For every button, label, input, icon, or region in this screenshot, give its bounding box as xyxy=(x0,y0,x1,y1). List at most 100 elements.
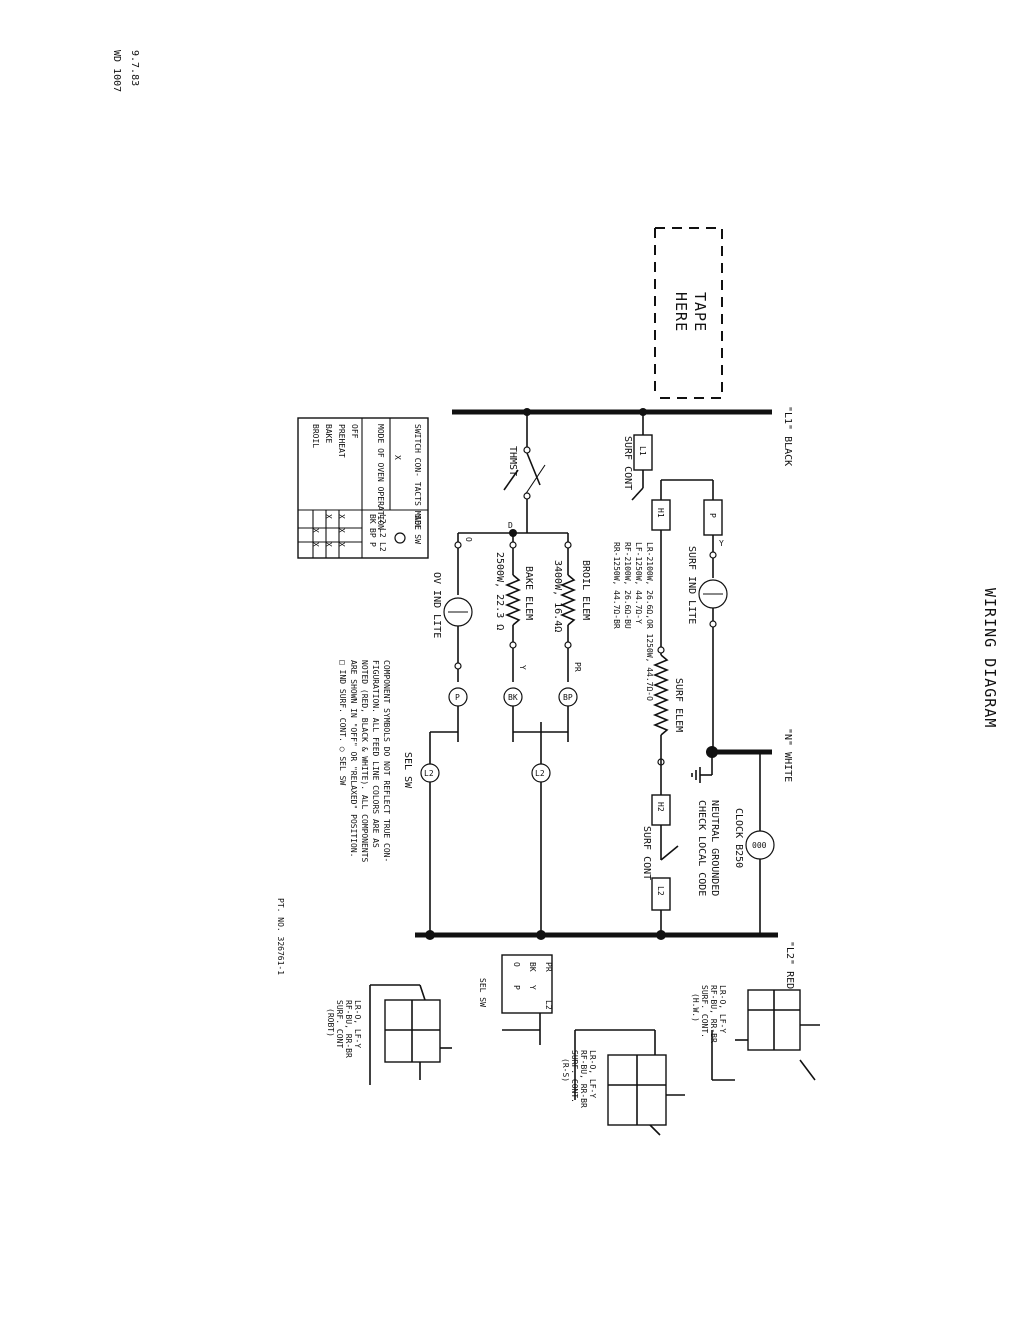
selector-switch: L2 L2 SEL SW xyxy=(402,722,568,940)
mark-preheat-bp: X xyxy=(337,528,346,533)
inset-sel-sw: SEL SW PR BK L2 O P Y xyxy=(478,954,553,1045)
l2-terminal-a-label: L2 xyxy=(424,769,434,778)
table-row-preheat: PREHEAT xyxy=(337,424,346,458)
oven-thermostat: THMST xyxy=(503,408,546,533)
l1-bus-label: "L1" BLACK xyxy=(782,406,793,466)
margin-code: 9.7.83 WD 1007 xyxy=(111,50,140,92)
inset-pin-l2: L2 xyxy=(544,1000,553,1010)
surf-cont-right-label: SURF CONT xyxy=(641,826,652,880)
inset-robt-line-3: SURF. CONT xyxy=(335,1000,344,1048)
table-header-x: X xyxy=(393,455,402,460)
surf-ind-lite-label: SURF IND LITE xyxy=(686,546,697,624)
table-header-left: SWITCH CON- TACTS MADE xyxy=(413,424,422,530)
inset-surf-cont-rs: LR-O, LF-Y RF-BU, RR-BR SURF. CONT. (R-S… xyxy=(561,1029,685,1136)
inset-robt-line-1: LR-O, LF-Y xyxy=(353,1000,362,1048)
l1-box-label: L1 xyxy=(638,446,647,456)
inset-robt-line-2: RF-BU, RR-BR xyxy=(344,1000,353,1058)
tape-here-box: TAPE HERE xyxy=(654,227,723,399)
inset-hw-line-1: LR-O, LF-Y xyxy=(718,985,727,1033)
p-box-label: P xyxy=(708,513,717,518)
inset-robt-line-4: (ROBT) xyxy=(326,1008,335,1037)
inset-sel-sw-label: SEL SW xyxy=(478,978,487,1007)
bake-elem-label: BAKE ELEM xyxy=(523,566,534,620)
surf-cont-left-label: SURF CONT xyxy=(622,436,633,490)
surf-elem-spec-1: LR-2100W, 26.6Ω,OR 1250W, 44.7Ω-O xyxy=(645,542,654,701)
col-sub-3: P xyxy=(368,542,377,547)
table-header-right: SEL SW xyxy=(413,515,422,544)
broil-element-branch: BP BROIL ELEM 3400W, 16.4Ω PR xyxy=(552,533,591,742)
broil-elem-spec: 3400W, 16.4Ω xyxy=(552,560,563,632)
col-sub-2: BP xyxy=(368,528,377,538)
l2-terminal-b xyxy=(531,763,551,783)
mark-bake-p: X xyxy=(324,542,333,547)
table-mode-label: MODE OF OVEN OPERATION xyxy=(376,424,385,530)
mark-bake-bk: X xyxy=(324,514,333,519)
col-head-2: L2 xyxy=(378,528,387,538)
inset-rs-line-2: RF-BU, RR-BR xyxy=(579,1050,588,1108)
margin-doc-code: WD 1007 xyxy=(111,50,122,92)
note-line-5: □ IND SURF. CONT. ○ SEL SW xyxy=(338,660,347,785)
inset-hw-line-2: RF-BU, RR-BR xyxy=(709,985,718,1043)
table-row-broil: BROIL xyxy=(311,424,320,448)
h1-box-label: H1 xyxy=(656,508,665,518)
p-terminal-label: P xyxy=(455,693,460,702)
bk-label: BK xyxy=(508,693,518,702)
table-row-bake: BAKE xyxy=(324,424,333,443)
o-tag: O xyxy=(464,537,473,542)
n-bus-label: "N" WHITE xyxy=(782,728,793,782)
note-line-3: NOTED (RED, BLACK & WHITE). ALL COMPONEN… xyxy=(360,660,369,862)
inset-surf-cont-hw: LR-O, LF-Y RF-BU, RR-BR SURF. CONT. (H.W… xyxy=(691,985,820,1081)
sel-sw-label: SEL SW xyxy=(402,752,413,789)
check-local-code-label: CHECK LOCAL CODE xyxy=(696,800,707,896)
inset-hw-line-3: SURF. CONT. xyxy=(700,985,709,1038)
broil-elem-label: BROIL ELEM xyxy=(580,560,591,620)
note-line-1: COMPONENT SYMBOLS DO NOT REFLECT TRUE CO… xyxy=(382,660,391,862)
bake-elem-spec: 2500W, 22.3 Ω xyxy=(494,552,505,630)
inset-surf-cont-robt: LR-O, LF-Y RF-BU, RR-BR SURF. CONT (ROBT… xyxy=(326,984,452,1085)
h2-box-label: H2 xyxy=(656,802,665,812)
sel-sw-symbol xyxy=(394,532,406,544)
l2-box-label: L2 xyxy=(656,886,665,896)
surf-elem-title: SURF ELEM xyxy=(673,678,684,732)
inset-rs-line-3: SURF. CONT. xyxy=(570,1050,579,1103)
mark-broil-p: X xyxy=(311,542,320,547)
table-row-off: OFF xyxy=(350,424,359,439)
col-head-3: L2 xyxy=(378,542,387,552)
inset-pin-o: O xyxy=(512,962,521,967)
inset-pin-pr: PR xyxy=(544,962,553,972)
inset-pin-y: Y xyxy=(528,985,537,990)
surf-elem-spec-2: LF-1250W, 44.7Ω-Y xyxy=(634,542,643,624)
clock-label: CLOCK B250 xyxy=(733,808,744,868)
svg-text:000: 000 xyxy=(752,841,767,850)
surface-control-right: H2 L2 SURF CONT xyxy=(641,794,679,940)
switch-contacts-table: SWITCH CON- TACTS MADE X SEL SW MODE OF … xyxy=(297,417,429,559)
inset-pin-bk: BK xyxy=(528,962,537,972)
diagram-notes: COMPONENT SYMBOLS DO NOT REFLECT TRUE CO… xyxy=(338,660,391,862)
mark-preheat-p: X xyxy=(337,542,346,547)
surface-control-left: L1 H1 SURF CONT xyxy=(622,408,713,655)
d-tag: D xyxy=(508,521,513,530)
note-line-4: ARE SHOWN IN "OFF" OR "RELAXED" POSITION… xyxy=(349,660,358,857)
ov-ind-lite-label: OV IND LITE xyxy=(431,572,442,638)
oven-indicator-branch: P OV IND LITE O xyxy=(431,533,473,742)
inset-pin-p: P xyxy=(512,985,521,990)
surf-elem-spec-4: RR-1250W, 44.7Ω-BR xyxy=(612,542,621,629)
bake-element-branch: BK BAKE ELEM 2500W, 22.3 Ω Y xyxy=(494,533,534,742)
note-line-2: FIGURATION. ALL FEED LINE COLORS ARE AS xyxy=(371,660,380,848)
bp-label: BP xyxy=(563,693,573,702)
pr-tag: PR xyxy=(573,662,582,672)
thmst-label: THMST xyxy=(507,446,518,476)
mark-preheat-bk: X xyxy=(337,514,346,519)
y-tag: Y xyxy=(719,539,724,548)
inset-rs-line-1: LR-O, LF-Y xyxy=(588,1050,597,1098)
mark-broil-bp: X xyxy=(311,528,320,533)
surface-element: SURF ELEM LR-2100W, 26.6Ω,OR 1250W, 44.7… xyxy=(612,542,684,795)
part-number: PT. NO. 326761-1 xyxy=(276,898,285,975)
inset-hw-line-4: (H.W.) xyxy=(691,993,700,1022)
l2-terminal-a xyxy=(420,763,440,783)
margin-date: 9.7.83 xyxy=(129,50,140,86)
tape-label-line1: TAPE xyxy=(691,292,709,332)
l2-terminal-b-label: L2 xyxy=(535,769,545,778)
